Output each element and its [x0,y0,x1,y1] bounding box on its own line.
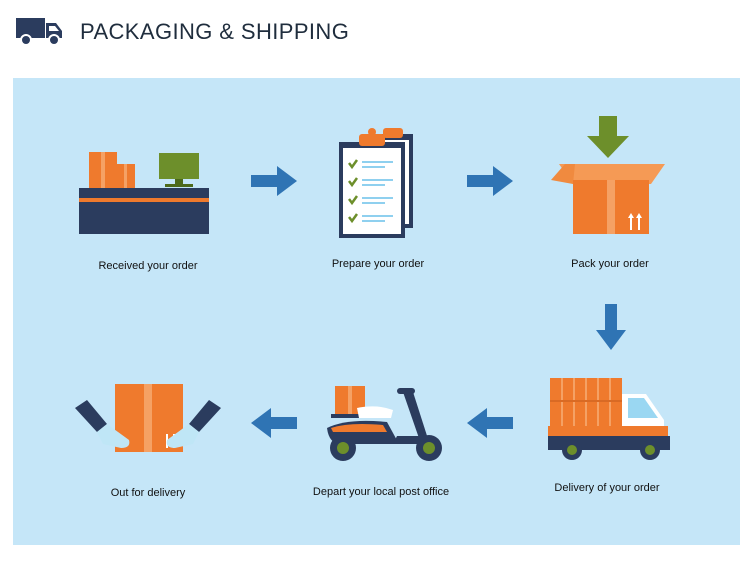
step-received: Received your order [73,148,223,278]
step-delivery: Delivery of your order [532,376,682,500]
page-title: PACKAGING & SHIPPING [80,19,350,44]
arrow-right-icon [251,166,297,196]
step-label: Received your order [98,260,198,272]
clipboard-checklist-icon [339,128,413,238]
step-depart: Depart your local post office [301,378,461,500]
arrow-right-icon [467,166,513,196]
arrow-left-icon [251,408,297,438]
step-label: Depart your local post office [312,486,450,498]
step-label: Out for delivery [110,487,186,499]
arrow-down-icon [596,304,626,350]
step-label: Prepare your order [331,258,425,270]
hands-box-icon [75,384,221,452]
process-panel: Received your order [13,78,740,545]
step-pack: Pack your order [535,114,685,278]
delivery-van-icon [548,378,670,460]
delivery-truck-icon [16,18,62,46]
open-box-icon [551,116,665,234]
arrow-left-icon [467,408,513,438]
scooter-icon [327,386,442,461]
step-prepare: Prepare your order [303,120,453,278]
page-header: PACKAGING & SHIPPING [0,0,750,70]
step-out-for-delivery: Out for delivery [73,382,223,500]
step-label: Pack your order [571,258,649,270]
step-label: Delivery of your order [554,482,660,494]
order-desk-icon [79,152,209,234]
